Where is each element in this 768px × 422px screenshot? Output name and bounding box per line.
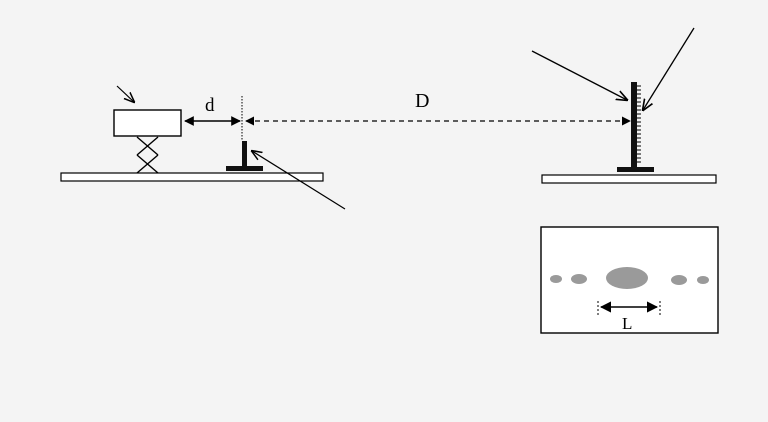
fringe-left-1 — [571, 274, 587, 284]
screen-incoming-arrow-right — [643, 27, 695, 110]
screen-incoming-arrow-left — [531, 50, 627, 100]
laser-pointer-arrow — [116, 85, 134, 102]
fringe-right-1 — [671, 275, 687, 285]
slit-holder — [226, 141, 263, 171]
fringe-right-2 — [697, 276, 709, 284]
scissor-lift — [136, 136, 159, 174]
measurement-screen — [617, 82, 654, 172]
fringe-left-2 — [550, 275, 562, 283]
slit-pointer-arrow — [252, 151, 346, 210]
L-label: L — [622, 314, 632, 333]
fringe-central — [606, 267, 648, 289]
laser-box — [113, 109, 182, 137]
left-bench — [60, 172, 324, 182]
D-label: D — [415, 90, 429, 112]
fringe-pattern-inset: L — [540, 226, 719, 334]
d-label: d — [205, 95, 215, 116]
right-bench — [541, 174, 717, 184]
